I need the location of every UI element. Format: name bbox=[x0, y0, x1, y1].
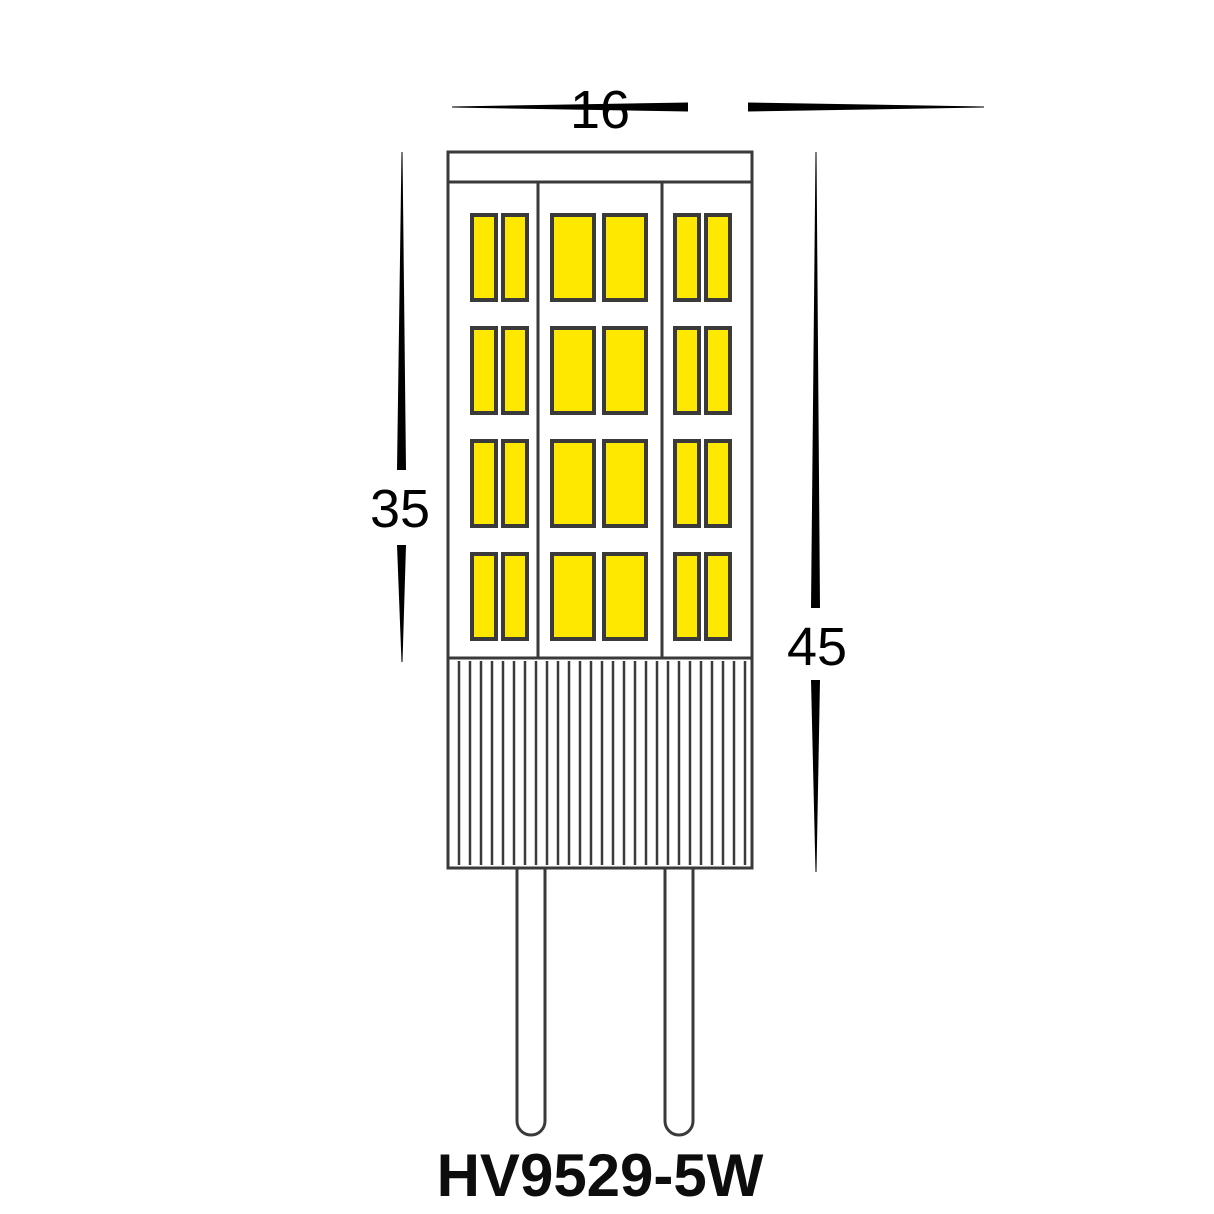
dimension-arrow-45-bottom bbox=[811, 680, 820, 872]
led-array bbox=[470, 213, 732, 641]
led-chip bbox=[673, 326, 701, 415]
led-chip bbox=[704, 326, 732, 415]
part-number-label: HV9529-5W bbox=[437, 1142, 764, 1209]
led-chip bbox=[550, 326, 596, 415]
led-chip bbox=[470, 552, 498, 641]
dimension-label-45: 45 bbox=[787, 617, 847, 677]
base-rib-lines bbox=[457, 661, 747, 865]
dimension-height-45: 45 bbox=[787, 152, 847, 872]
dimension-label-16: 16 bbox=[570, 80, 630, 140]
dimension-arrow-45-top bbox=[811, 152, 820, 608]
dimension-width-16: 16 bbox=[452, 80, 984, 140]
led-chip bbox=[673, 439, 701, 528]
led-chip bbox=[673, 213, 701, 302]
dimension-height-35: 35 bbox=[370, 152, 430, 662]
led-chip bbox=[602, 213, 648, 302]
dimension-arrow-35-bottom bbox=[397, 545, 406, 662]
led-chip bbox=[550, 552, 596, 641]
led-cell-wide-pair bbox=[550, 439, 648, 528]
pin-right bbox=[663, 866, 695, 1137]
led-cell-narrow-pair bbox=[470, 552, 529, 641]
led-cell-narrow-pair bbox=[673, 326, 732, 415]
led-row bbox=[470, 552, 732, 641]
led-row bbox=[470, 326, 732, 415]
led-chip bbox=[673, 552, 701, 641]
led-row bbox=[470, 439, 732, 528]
led-cell-narrow-pair bbox=[673, 439, 732, 528]
led-cell-narrow-pair bbox=[470, 326, 529, 415]
led-row bbox=[470, 213, 732, 302]
led-cell-narrow-pair bbox=[673, 213, 732, 302]
led-chip bbox=[470, 326, 498, 415]
led-cell-narrow-pair bbox=[673, 552, 732, 641]
led-chip bbox=[550, 439, 596, 528]
dimension-label-35: 35 bbox=[370, 479, 430, 539]
led-chip bbox=[470, 213, 498, 302]
dimension-arrow-left bbox=[452, 102, 688, 112]
led-cell-wide-pair bbox=[550, 213, 648, 302]
led-chip bbox=[501, 552, 529, 641]
dimension-arrow-35-top bbox=[397, 152, 406, 470]
led-chip bbox=[704, 439, 732, 528]
led-chip bbox=[704, 213, 732, 302]
led-cell-wide-pair bbox=[550, 326, 648, 415]
led-chip bbox=[501, 213, 529, 302]
led-cell-narrow-pair bbox=[470, 213, 529, 302]
led-cell-narrow-pair bbox=[470, 439, 529, 528]
pin-left bbox=[515, 866, 547, 1137]
led-chip bbox=[501, 439, 529, 528]
led-chip bbox=[470, 439, 498, 528]
led-cell-wide-pair bbox=[550, 552, 648, 641]
lamp-pins bbox=[515, 866, 695, 1137]
dimension-arrow-right bbox=[748, 102, 984, 112]
lamp-base-ribbed bbox=[446, 656, 754, 870]
lamp-base-outline bbox=[446, 656, 754, 870]
led-chip bbox=[602, 439, 648, 528]
led-chip bbox=[704, 552, 732, 641]
led-chip bbox=[602, 552, 648, 641]
led-chip bbox=[501, 326, 529, 415]
led-chip bbox=[602, 326, 648, 415]
led-chip bbox=[550, 213, 596, 302]
